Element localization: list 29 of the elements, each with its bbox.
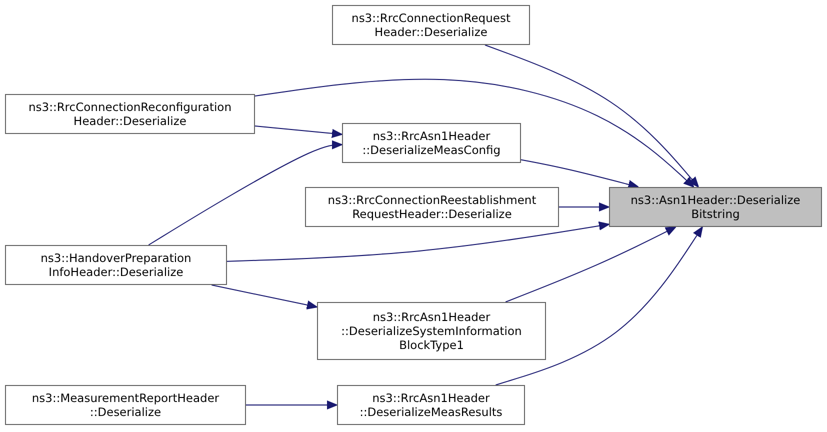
function-name: ns3::RrcConnectionReestablishment RequestHeader::Deserialize <box>326 193 538 221</box>
arrow <box>495 226 703 386</box>
function-name: ns3::RrcAsn1Header ::DeserializeSystemInformation BlockType1 <box>340 310 523 352</box>
arrow <box>484 44 699 188</box>
arrow <box>254 126 342 138</box>
arrow <box>246 400 338 410</box>
function-name: ns3::RrcAsn1Header ::DeserializeMeasConfig <box>361 129 502 157</box>
arrow <box>520 159 639 189</box>
function-name: ns3::RrcConnectionReconfiguration Header::Deserialize <box>27 100 233 128</box>
function-name: ns3::HandoverPreparation InfoHeader::Deserialize <box>40 251 192 279</box>
function-box <box>342 123 521 163</box>
arrow <box>226 221 610 262</box>
function-box <box>5 94 255 134</box>
function-box <box>337 385 525 425</box>
function-name: ns3::MeasurementReportHeader ::Deserialize <box>30 391 220 419</box>
function-box <box>305 187 559 227</box>
function-name: ns3::RrcAsn1Header ::DeserializeMeasResults <box>358 391 504 419</box>
highlighted-function-box <box>609 187 822 227</box>
function-box <box>5 385 246 425</box>
arrow <box>505 226 676 302</box>
function-name: ns3::Asn1Header::Deserialize Bitstring <box>630 193 802 221</box>
arrow <box>254 78 694 188</box>
arrow <box>148 140 342 246</box>
arrow <box>558 202 610 212</box>
function-box <box>332 5 530 45</box>
function-box <box>317 302 546 360</box>
function-name: ns3::RrcConnectionRequest Header::Deserialize <box>350 11 512 39</box>
arrow <box>211 284 318 310</box>
function-box <box>5 245 227 285</box>
